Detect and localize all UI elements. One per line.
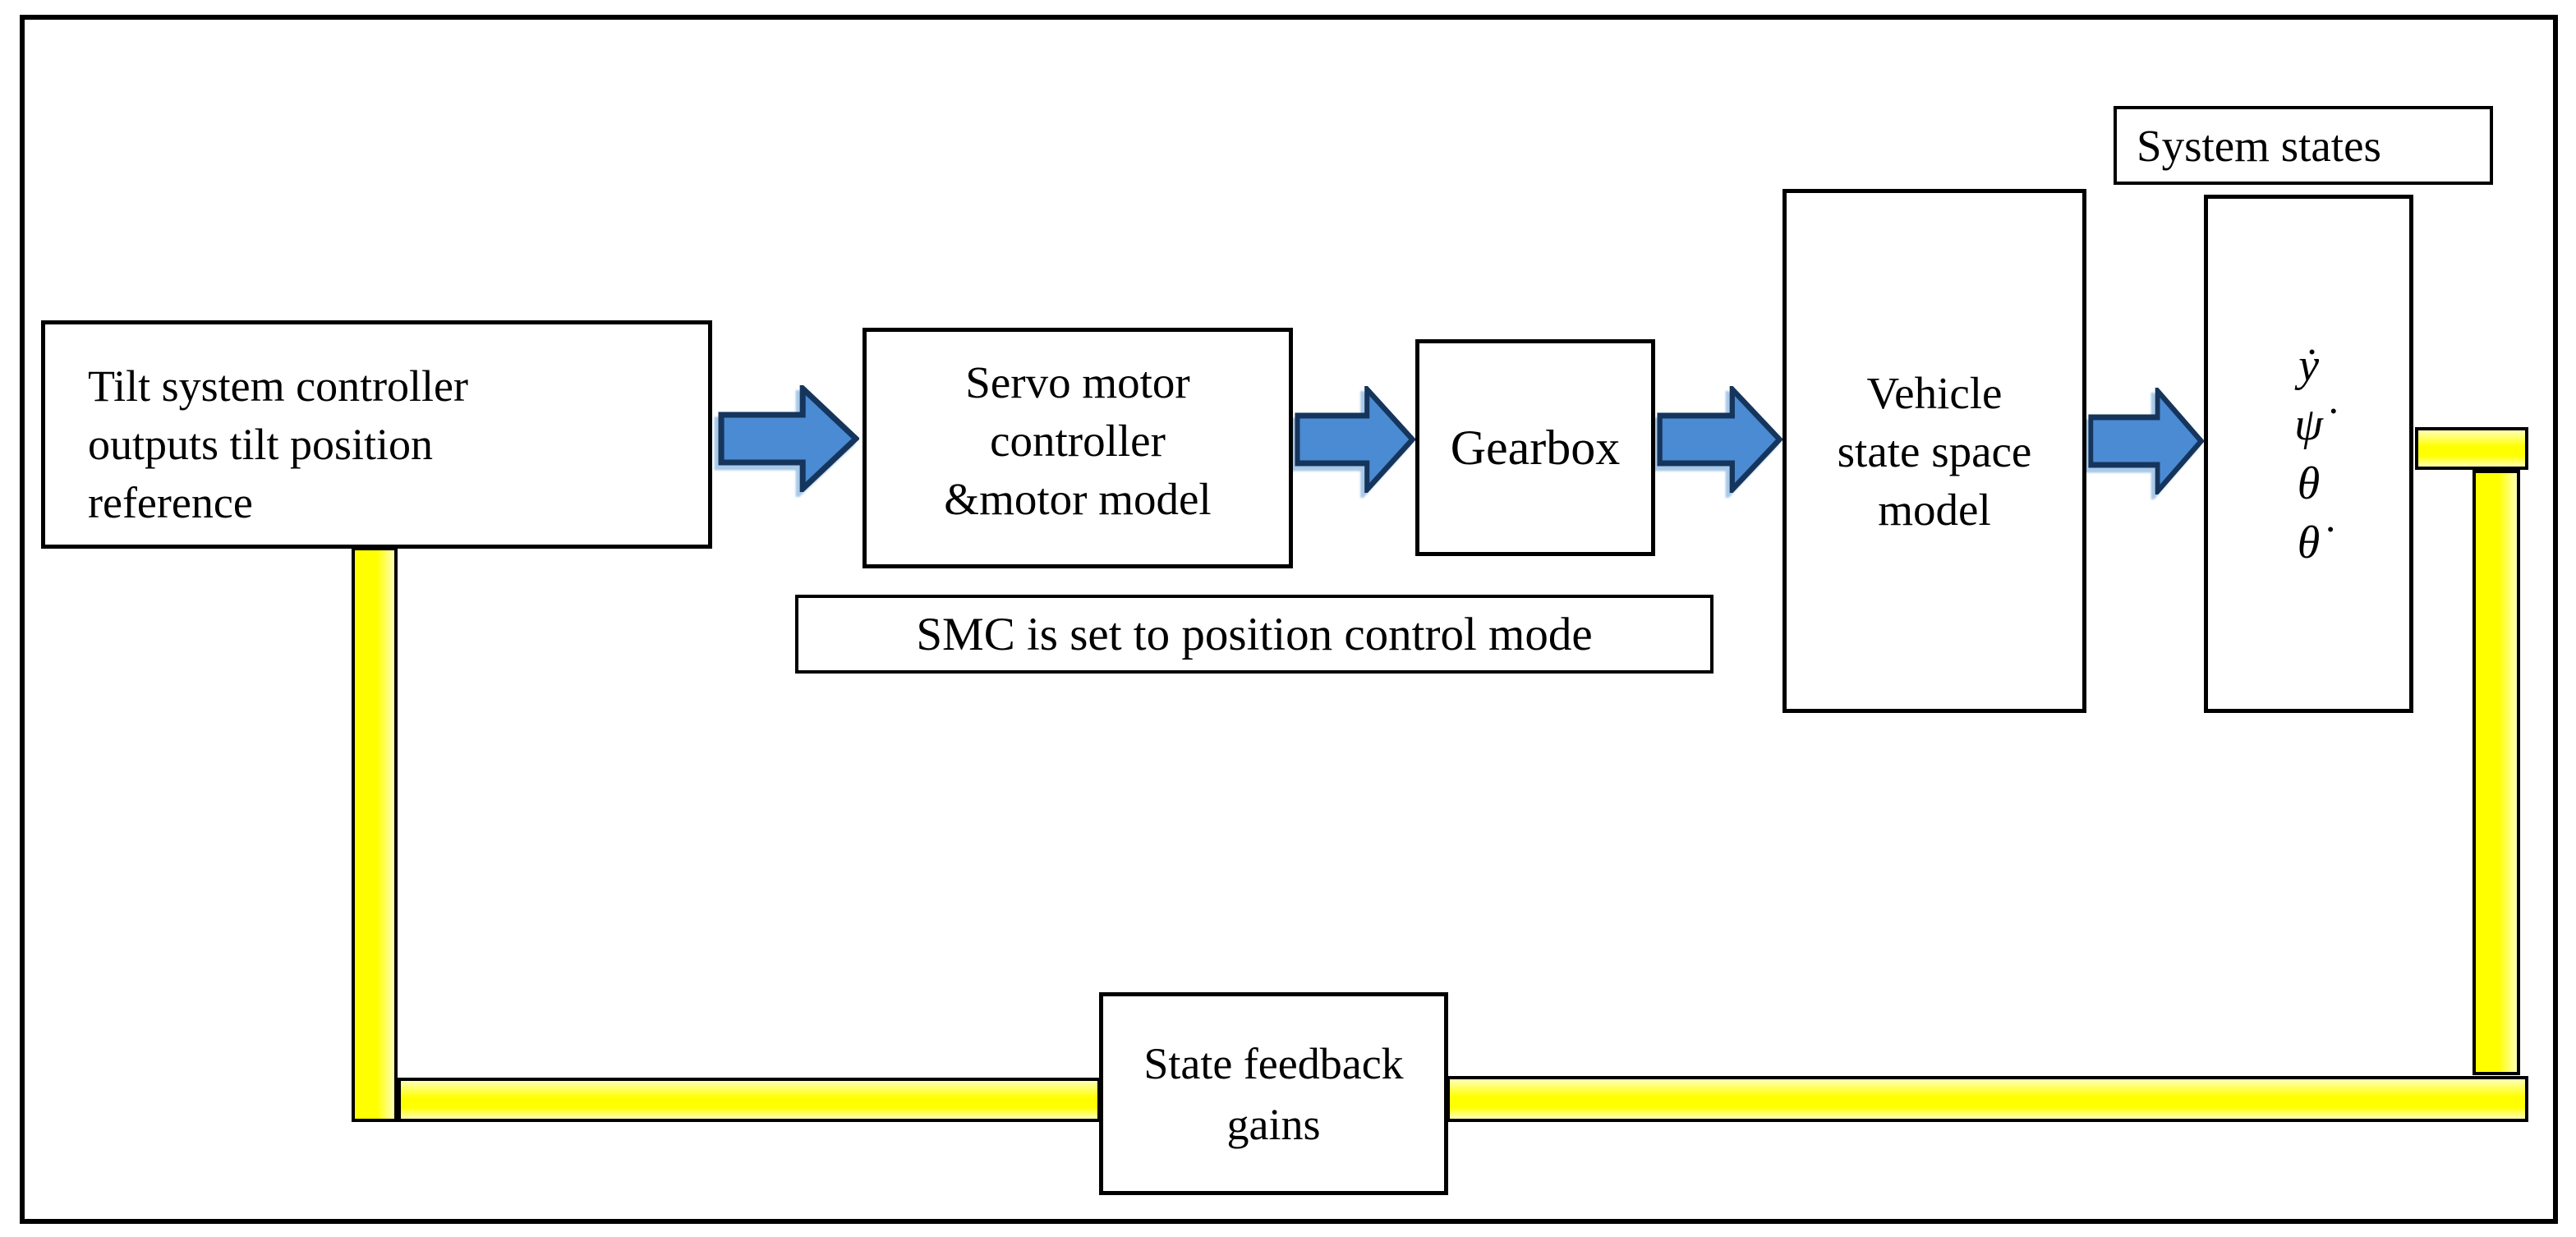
tilt-box-line: Tilt system controller [88, 361, 469, 411]
feedback-box-line: State feedback [1143, 1038, 1404, 1088]
vehicle-box-line: model [1878, 484, 1991, 535]
state-feedback-gains-box: State feedback gains [1099, 992, 1448, 1195]
gearbox-box: Gearbox [1415, 339, 1655, 556]
tilt-system-controller-box: Tilt system controller outputs tilt posi… [41, 320, 712, 549]
servo-box-line: controller [990, 416, 1166, 466]
tilt-box-line: outputs tilt position [88, 420, 434, 469]
servo-box-line: &motor model [944, 474, 1212, 524]
state-symbol-y-dot: ẏ [2298, 339, 2319, 391]
feedback-box-line: gains [1226, 1099, 1321, 1149]
vehicle-state-space-model-box: Vehicle state space model [1782, 189, 2086, 713]
smc-note-box: SMC is set to position control mode [795, 595, 1714, 674]
feedback-path-bottom-right [1447, 1076, 2528, 1122]
state-symbol-theta: θ [2297, 458, 2321, 509]
flow-arrow-vehicle-to-states [2088, 388, 2204, 494]
system-states-box: ẏ ψ̇ θ θ̇ [2204, 195, 2413, 713]
feedback-path-bottom-left [398, 1078, 1101, 1122]
feedback-path-top-right [2415, 427, 2528, 470]
gearbox-label: Gearbox [1450, 420, 1621, 475]
flow-arrow-servo-to-gearbox [1295, 386, 1415, 493]
servo-motor-controller-box: Servo motor controller &motor model [862, 328, 1293, 568]
flow-arrow-tilt-to-servo [718, 385, 859, 492]
servo-box-line: Servo motor [965, 357, 1190, 407]
flow-arrow-gearbox-to-vehicle [1657, 386, 1782, 493]
smc-note-label: SMC is set to position control mode [916, 608, 1593, 660]
state-symbol-psi-dot: ψ̇ [2294, 398, 2323, 450]
feedback-path-left-vertical [352, 547, 398, 1122]
vehicle-box-line: state space [1837, 425, 2032, 476]
system-states-label-box: System states [2114, 106, 2493, 185]
vehicle-box-line: Vehicle [1866, 367, 2003, 418]
diagram-outer-border [20, 15, 2558, 1224]
state-symbol-theta-dot: θ̇ [2297, 517, 2321, 568]
system-states-label: System states [2137, 120, 2381, 171]
tilt-box-line: reference [88, 478, 253, 527]
feedback-path-right-vertical [2472, 470, 2520, 1075]
